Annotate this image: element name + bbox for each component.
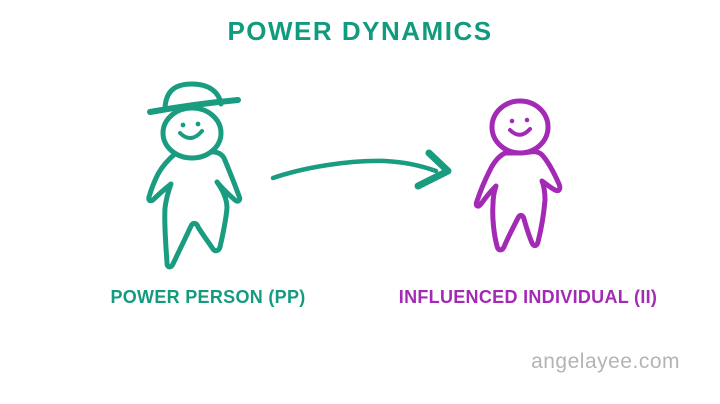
power-person-right-eye — [195, 121, 201, 127]
influenced-individual-body — [473, 149, 563, 253]
influenced-individual-right-eye — [524, 117, 530, 123]
influenced-individual-figure — [473, 98, 563, 253]
influenced-individual-left-eye — [509, 118, 515, 124]
arrow-shaft — [270, 158, 439, 181]
power-person-head — [160, 105, 224, 161]
influence-arrow — [270, 149, 452, 190]
influenced-individual-smile — [508, 127, 532, 137]
hat-brim — [147, 97, 241, 115]
power-person-smile — [178, 129, 204, 140]
power-person-body — [146, 149, 243, 270]
power-person-left-eye — [180, 122, 186, 128]
influenced-individual-label: INFLUENCED INDIVIDUAL (II) — [398, 287, 658, 307]
page-title: POWER DYNAMICS — [227, 16, 493, 46]
power-person-label: POWER PERSON (PP) — [110, 287, 306, 307]
arrow-head — [414, 149, 452, 190]
power-person-figure — [146, 81, 243, 270]
hat-dome — [162, 81, 224, 111]
watermark: angelayee.com — [531, 350, 680, 373]
influenced-individual-head — [489, 98, 551, 156]
